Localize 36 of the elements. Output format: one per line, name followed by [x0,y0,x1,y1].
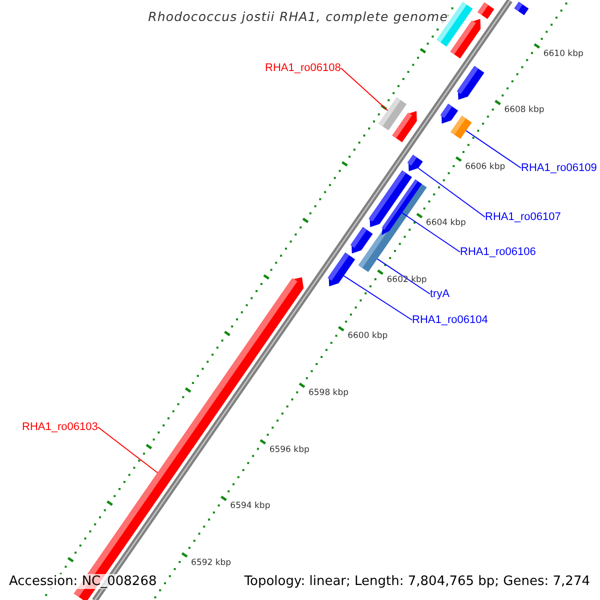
leader-line [97,426,158,474]
gene-block [382,179,422,236]
gene-block [440,104,458,124]
gene-label: RHA1_ro06108 [265,62,341,74]
position-label: 6604 kbp [426,218,466,228]
position-label: 6606 kbp [465,162,506,172]
gene-label: RHA1_ro06103 [22,421,98,433]
position-label: 6594 kbp [230,501,270,512]
gene-block [350,227,373,254]
position-label: 6596 kbp [269,444,310,455]
position-label: 6608 kbp [504,105,544,116]
gene-block [456,66,484,100]
gene-block [450,116,472,139]
gene-label: RHA1_ro06109 [521,162,597,174]
gene-block [328,252,356,286]
gene-block [514,2,529,16]
gene-label: tryA [430,288,450,300]
leader-line [401,212,460,252]
position-label: 6610 kbp [543,48,584,59]
gene-block [478,2,494,19]
position-label: 6592 kbp [191,558,232,568]
leader-line [376,258,430,294]
gene-block [392,110,417,142]
position-label: 6602 kbp [386,274,427,285]
title: Rhodococcus jostii RHA1, complete genome [148,9,448,24]
footer-text: Topology: linear; Length: 7,804,765 bp; Genes: 7,274 [244,574,590,589]
footer-text: Accession: NC_008268 [9,574,157,589]
position-label: 6600 kbp [348,331,388,342]
gene-label: RHA1_ro06104 [412,314,488,326]
gene-label: RHA1_ro06107 [485,211,561,223]
leader-line [343,275,412,320]
gene-block [407,154,423,172]
gene-block [450,18,481,58]
leader-line [340,68,388,111]
gene-label: RHA1_ro06106 [460,246,536,258]
leader-line [418,168,486,218]
